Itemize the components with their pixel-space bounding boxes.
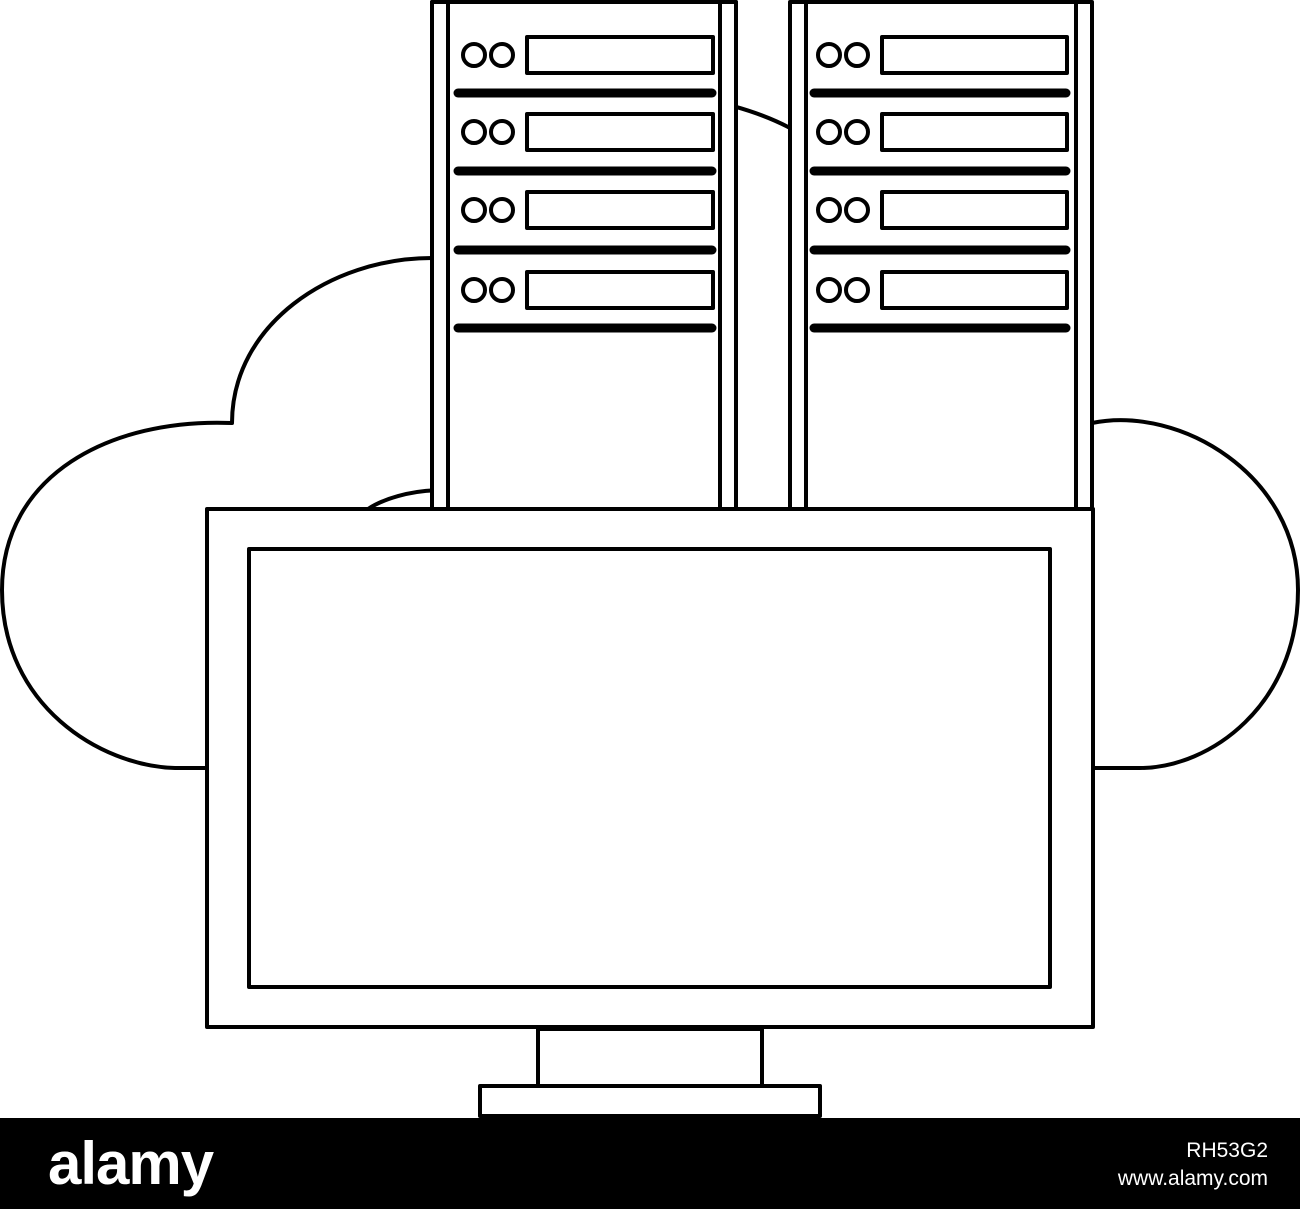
brand-logo: alamy [48,1130,214,1197]
stock-watermark-bar: alamy RH53G2 www.alamy.com [0,1118,1300,1209]
server-tower-left-icon [430,0,738,511]
desktop-monitor-icon [205,507,1095,1118]
site-url-label: www.alamy.com [1117,1167,1268,1190]
image-id-label: RH53G2 [1186,1139,1268,1162]
server-tower-right-icon [788,0,1094,511]
cloud-server-monitor-illustration [0,0,1300,1118]
